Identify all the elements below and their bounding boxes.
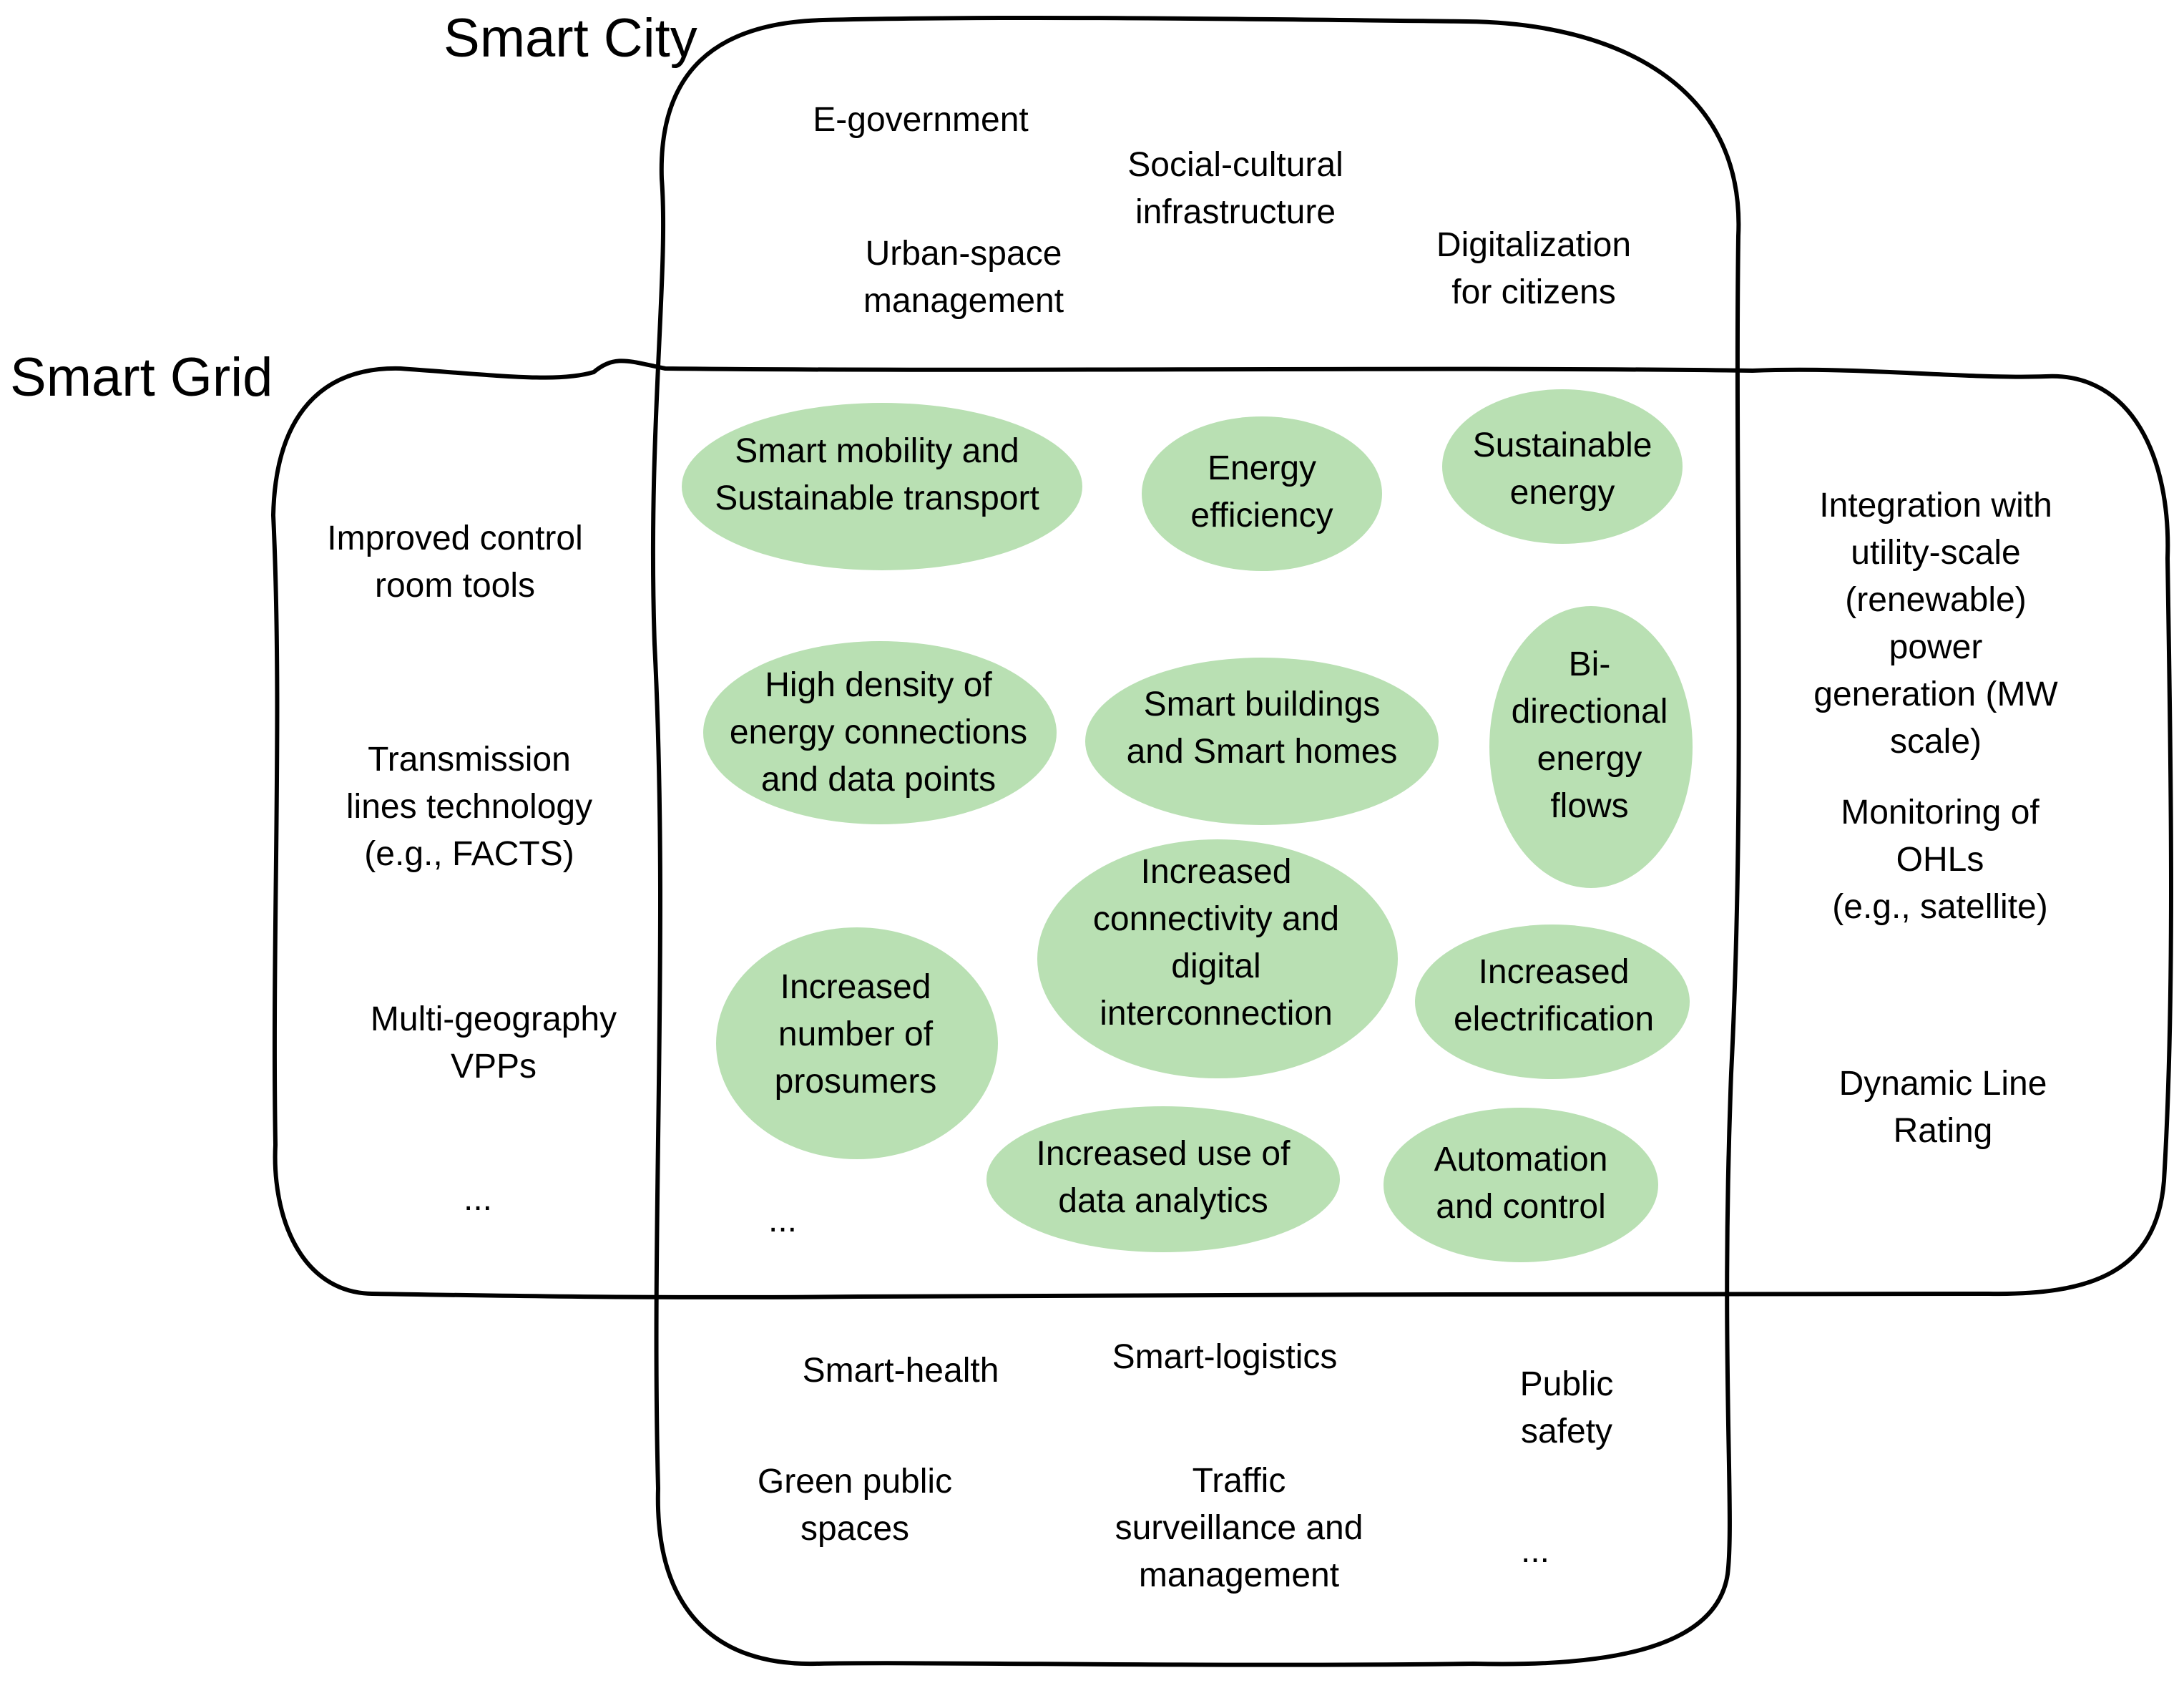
shared-ellipse-smart-mobility (682, 403, 1082, 570)
shared-item-energy-efficiency: Energy efficiency (1190, 449, 1333, 535)
grid-item-dynamic-line-rating: Dynamic Line Rating (1838, 1065, 2047, 1150)
smart-grid-title: Smart Grid (10, 347, 273, 408)
shared-ellipse-increased-electrification (1415, 925, 1690, 1079)
shared-item-increased-electrification: Increased electrification (1453, 953, 1655, 1038)
smart-city-title: Smart City (444, 8, 697, 69)
city-item-ellipsis: ... (1520, 1532, 1550, 1570)
grid-item-transmission-lines-technology: Transmission lines technology (e.g., FAC… (346, 741, 593, 873)
city-item-smart-health: Smart-health (802, 1352, 999, 1390)
city-item-digitalization-for-citizens: Digitalization for citizens (1436, 226, 1632, 311)
shared-ellipse-high-density (703, 641, 1057, 824)
city-item-public-safety: Public safety (1519, 1365, 1614, 1450)
city-item-green-public-spaces: Green public spaces (757, 1463, 953, 1548)
grid-item-utility-scale-integration: Integration with utility-scale (renewabl… (1813, 487, 2058, 761)
shared-ellipse-increased-connectivity (1037, 839, 1398, 1078)
shared-item-bi-directional: Bi- directional energy flows (1511, 645, 1668, 825)
shared-item-sustainable-energy: Sustainable energy (1472, 426, 1652, 512)
grid-item-ellipsis: ... (463, 1180, 493, 1218)
shared-item-increased-connectivity: Increased connectivity and digital inter… (1092, 853, 1340, 1033)
shared-ellipse-automation-control (1384, 1108, 1658, 1262)
grid-item-monitoring-of-ohls: Monitoring of OHLs (e.g., satellite) (1832, 794, 2048, 926)
shared-ellipse-bi-directional (1489, 606, 1693, 888)
city-item-e-government: E-government (813, 101, 1029, 139)
shared-item-smart-mobility: Smart mobility and Sustainable transport (715, 432, 1039, 517)
city-item-traffic-surveillance: Traffic surveillance and management (1115, 1462, 1363, 1594)
shared-item-data-analytics: Increased use of data analytics (1036, 1135, 1291, 1220)
grid-item-multi-geography-vpps: Multi-geography VPPs (370, 1000, 617, 1086)
shared-ellipse-data-analytics (986, 1106, 1340, 1252)
city-item-urban-space-management: Urban-space management (863, 235, 1064, 320)
shared-ellipse-increased-prosumers (716, 927, 998, 1159)
smart-grid-outline (270, 358, 2173, 1299)
grid-item-improved-control-room-tools: Improved control room tools (327, 519, 583, 605)
smart-city-outline (650, 15, 1741, 1667)
shared-item-automation-control: Automation and control (1434, 1141, 1608, 1226)
shared-item-high-density: High density of energy connections and d… (729, 666, 1028, 799)
shared-ellipse-sustainable-energy (1442, 389, 1683, 544)
city-item-social-cultural-infrastructure: Social-cultural infrastructure (1127, 146, 1343, 231)
shared-item-increased-prosumers: Increased number of prosumers (774, 968, 937, 1101)
shared-item-smart-buildings: Smart buildings and Smart homes (1126, 686, 1398, 771)
shared-ellipse-energy-efficiency (1142, 416, 1382, 571)
shared-item-ellipsis: ... (768, 1201, 798, 1239)
city-item-smart-logistics: Smart-logistics (1112, 1338, 1338, 1376)
shared-ellipse-smart-buildings (1085, 658, 1439, 825)
